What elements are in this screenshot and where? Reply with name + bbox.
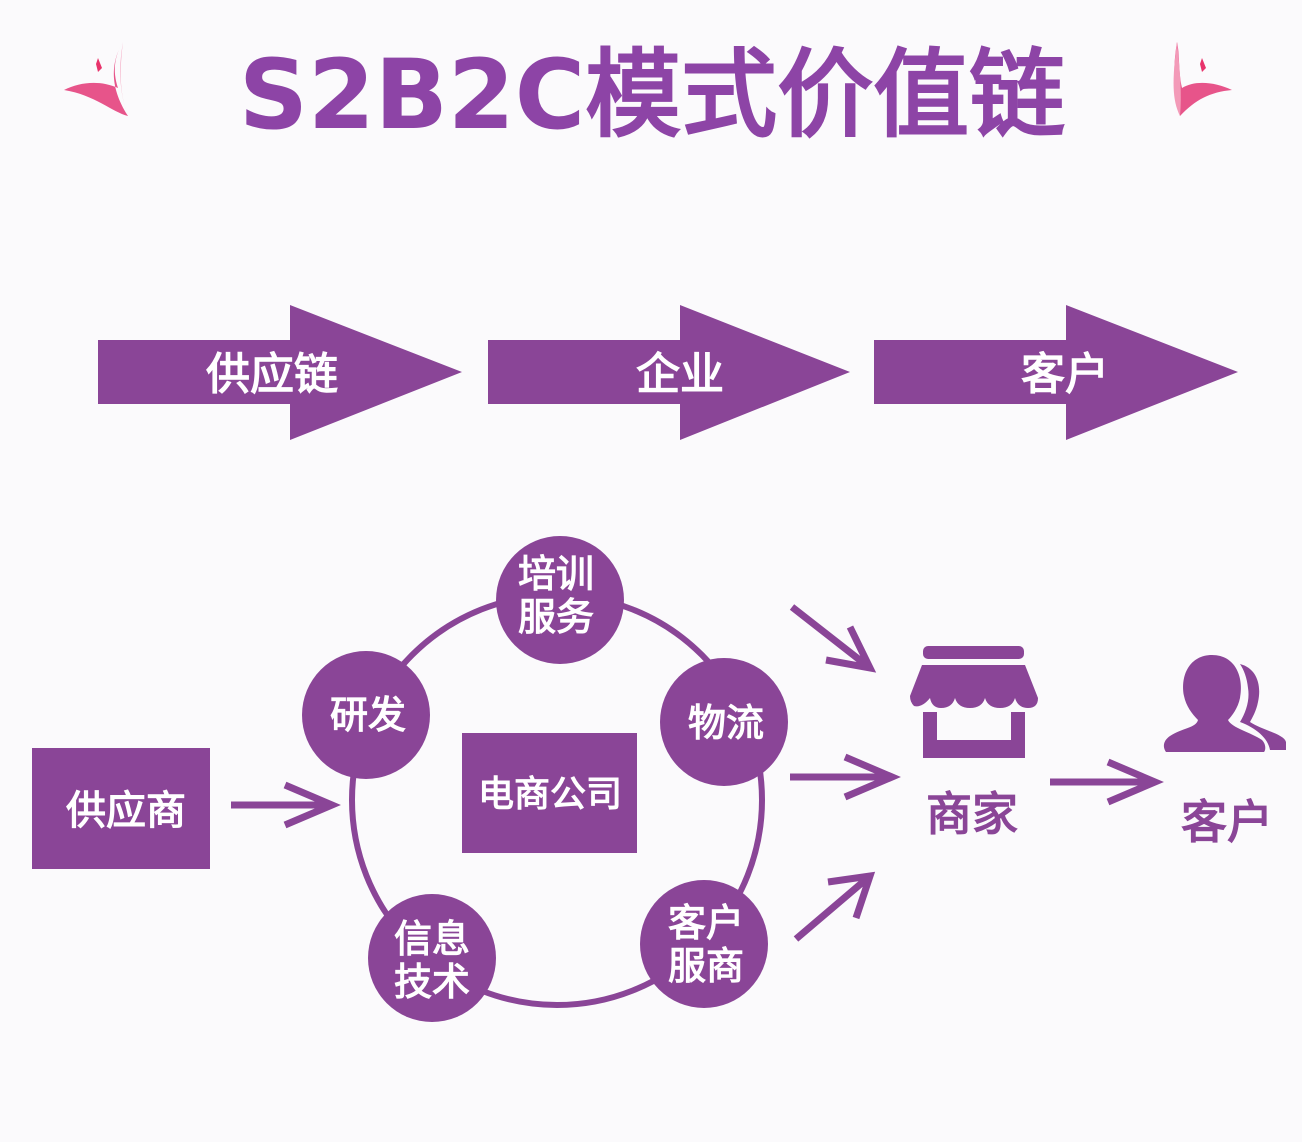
chain-label: 企业 (636, 349, 724, 400)
customer-label: 客户 (1181, 795, 1273, 849)
supplier-box (32, 748, 210, 869)
merchant-label: 商家 (926, 787, 1018, 841)
arrow-ring-to-merchant (790, 753, 901, 801)
service-node-training: 培训 服务 (496, 536, 624, 664)
service-node-it: 信息 技术 (368, 894, 496, 1022)
arrow-bottom-to-merchant (793, 871, 876, 942)
center-box (462, 733, 637, 853)
left-bird-decoration (64, 42, 128, 116)
svg-text:客户: 客户 (668, 901, 744, 945)
svg-text:技术: 技术 (394, 960, 470, 1004)
supplier-label: 供应商 (66, 788, 186, 834)
arrow-merchant-to-customer (1050, 758, 1164, 806)
store-icon (910, 646, 1038, 758)
chain-arrow-customer: 客户 (874, 305, 1238, 440)
svg-text:服务: 服务 (518, 595, 594, 639)
chain-arrow-enterprise: 企业 (488, 305, 850, 440)
center-label: 电商公司 (478, 774, 622, 815)
svg-text:研发: 研发 (330, 693, 406, 737)
svg-text:信息: 信息 (394, 917, 470, 961)
chain-arrow-supply-chain: 供应链 (98, 305, 462, 440)
service-node-rnd: 研发 (302, 651, 430, 779)
service-node-customer-service: 客户 服商 (640, 880, 768, 1008)
page-title: S2B2C模式价值链 (239, 39, 1065, 151)
arrow-top-to-merchant (789, 604, 877, 673)
svg-text:物流: 物流 (688, 701, 764, 745)
svg-text:服商: 服商 (668, 944, 744, 988)
right-bird-decoration (1173, 42, 1232, 116)
svg-text:培训: 培训 (518, 552, 594, 596)
chain-label: 供应链 (206, 349, 338, 400)
chain-label: 客户 (1021, 349, 1109, 400)
arrow-supplier-to-ring (231, 781, 341, 829)
service-node-logistics: 物流 (660, 658, 788, 786)
users-icon (1163, 655, 1286, 752)
